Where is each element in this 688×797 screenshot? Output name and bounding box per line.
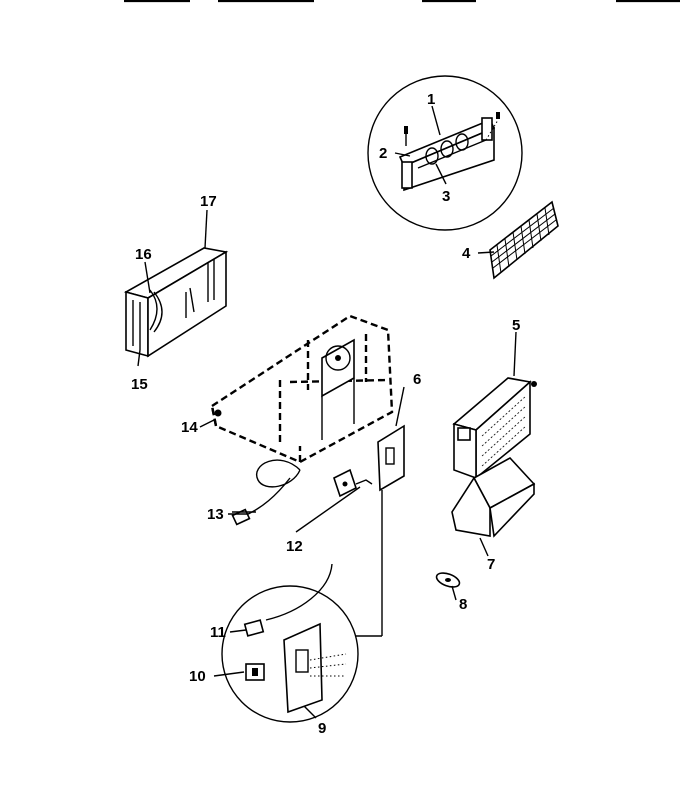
callout-14: 14	[181, 419, 198, 436]
knob	[435, 572, 461, 601]
callout-3: 3	[442, 188, 450, 205]
control-bracket-detail	[367, 75, 523, 231]
callout-17: 17	[200, 193, 217, 210]
callout-7: 7	[487, 556, 495, 573]
terminal-block	[295, 468, 373, 533]
control-plate	[356, 386, 405, 637]
plug-connector	[243, 563, 333, 637]
callout-12: 12	[286, 538, 303, 555]
callout-10: 10	[189, 668, 206, 685]
screw-right	[496, 112, 500, 119]
callout-2: 2	[379, 145, 387, 162]
callout-15: 15	[131, 376, 148, 393]
callout-8: 8	[459, 596, 467, 613]
heater-assembly	[452, 331, 537, 480]
switch-detail	[213, 563, 359, 723]
switch-block	[245, 663, 265, 681]
chassis-base	[210, 314, 394, 464]
callout-1: 1	[427, 91, 435, 108]
screw-left	[404, 126, 408, 146]
drain-duct	[451, 456, 536, 557]
callout-6: 6	[413, 371, 421, 388]
power-cord	[231, 459, 301, 526]
control-bracket	[398, 117, 499, 192]
callout-16: 16	[135, 246, 152, 263]
grille-filter	[477, 200, 559, 280]
callout-5: 5	[512, 317, 520, 334]
callout-11: 11	[210, 624, 226, 641]
callout-9: 9	[318, 720, 326, 737]
front-panel	[123, 209, 229, 367]
callout-13: 13	[207, 506, 224, 523]
callout-4: 4	[462, 245, 471, 262]
